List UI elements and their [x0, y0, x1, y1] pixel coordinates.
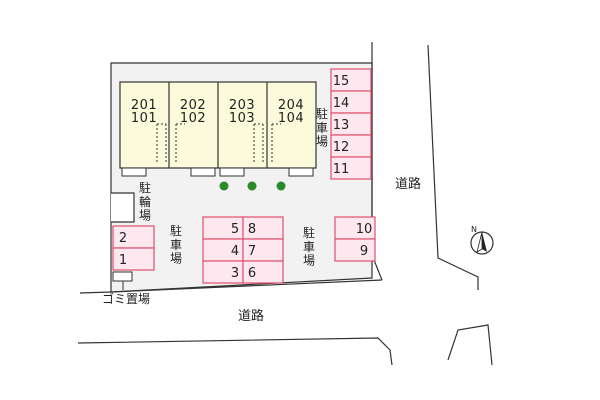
road-edge-southeast — [447, 324, 493, 366]
garbage-box — [112, 271, 133, 282]
parking-label-center: 駐車場 — [170, 223, 182, 266]
parking-stall-number: 15 — [333, 74, 350, 89]
unit-upper-3: 203 — [229, 98, 255, 113]
parking-stall-number: 5 — [231, 222, 239, 237]
parking-stall-number: 12 — [333, 140, 350, 155]
unit-upper-2: 202 — [180, 98, 206, 113]
unit-lower-3: 103 — [229, 111, 255, 126]
parking-stall-number: 8 — [248, 222, 256, 237]
apartment-building — [119, 81, 317, 177]
road-edge-east-outer — [427, 44, 479, 290]
unit-lower-1: 101 — [131, 111, 157, 126]
parking-stall-number: 10 — [356, 222, 373, 237]
bicycle-parking-area — [111, 192, 135, 223]
parking-label-east: 駐車場 — [303, 225, 315, 268]
unit-upper-4: 204 — [278, 98, 304, 113]
north-label: N — [471, 225, 477, 234]
parking-stall-number: 4 — [231, 244, 239, 259]
road-edge-south-lower — [77, 337, 393, 366]
tree-3 — [276, 181, 286, 191]
unit-lower-2: 102 — [180, 111, 206, 126]
parking-stall-number: 14 — [333, 96, 350, 111]
parking-stall-box — [242, 260, 284, 284]
parking-stall-box — [330, 156, 372, 180]
garbage-label: ゴミ置場 — [102, 291, 150, 306]
parking-stall-number: 7 — [248, 244, 256, 259]
parking-stall-number: 3 — [231, 266, 239, 281]
parking-stalls: 15 14 13 12 11 5 4 3 8 7 6 10 9 2 1 — [112, 68, 376, 284]
parking-stall-number: 1 — [119, 253, 127, 268]
bicycle-parking-label: 駐輪場 — [139, 180, 151, 223]
parking-stall-number: 11 — [333, 162, 350, 177]
road-edge-south-upper — [79, 279, 383, 294]
parking-stall-number: 2 — [119, 231, 127, 246]
north-arrow-icon — [470, 231, 494, 255]
unit-lower-4: 104 — [278, 111, 304, 126]
parking-stall-number: 13 — [333, 118, 350, 133]
parking-stall-box — [112, 247, 155, 271]
parking-stall-box — [334, 238, 376, 262]
tree-1 — [219, 181, 229, 191]
tree-2 — [247, 181, 257, 191]
road-label-east: 道路 — [395, 176, 421, 192]
road-label-south: 道路 — [238, 308, 264, 324]
parking-label-right: 駐車場 — [316, 106, 328, 149]
parking-stall-number: 9 — [360, 244, 368, 259]
parking-stall-number: 6 — [248, 266, 256, 281]
unit-upper-1: 201 — [131, 98, 157, 113]
